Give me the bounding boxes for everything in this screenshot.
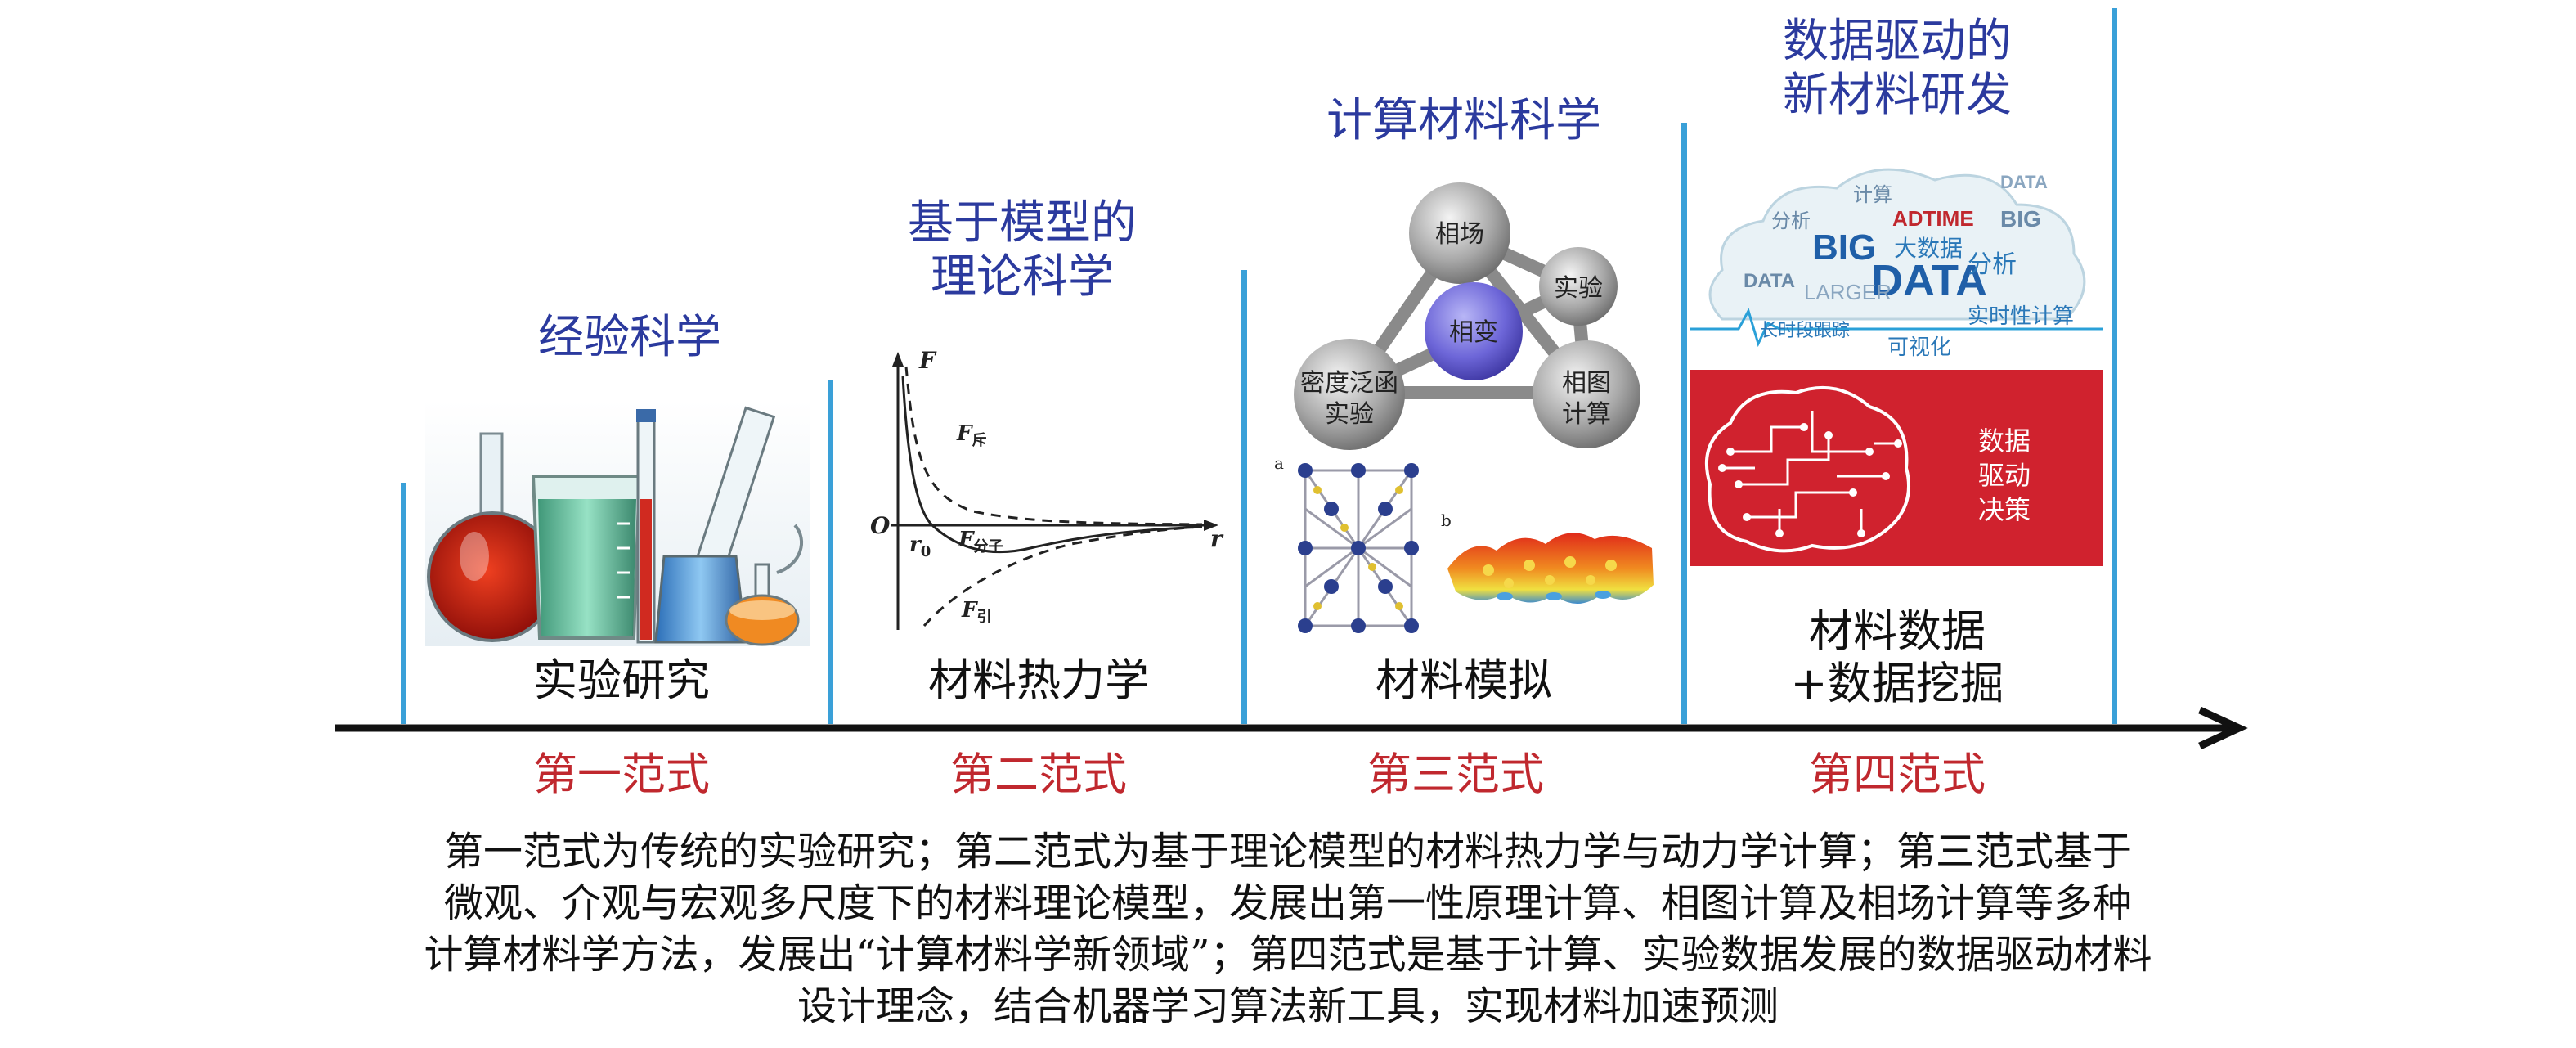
divider-line: [1241, 270, 1247, 724]
node-dft: [1294, 339, 1405, 450]
node-label: 计算: [1562, 400, 1611, 429]
cloud-word: BIG: [2000, 206, 2041, 232]
divider-line: [828, 380, 833, 724]
data-cloud-shape: [1690, 168, 2103, 348]
cloud-word: 长时段跟踪: [1760, 321, 1851, 341]
title-data-driven: 数据驱动的 新材料研发: [1783, 15, 2012, 122]
energy-surface-panel: b: [1441, 511, 1654, 605]
cloud-word: DATA: [2000, 172, 2048, 192]
r0-label: r0: [909, 533, 931, 560]
node-phase-diagram: [1533, 340, 1640, 448]
node-label: 相图: [1562, 369, 1611, 398]
cloud-word: LARGER: [1804, 280, 1892, 304]
node-label: 相变: [1449, 318, 1498, 347]
crystal-structure-panel: a: [1274, 454, 1419, 633]
computation-network-diagram: 相场 实验 相变 密度泛函 实验 相图 计算: [1294, 182, 1640, 450]
divider-line: [1681, 123, 1687, 724]
cloud-word: ADTIME: [1892, 206, 1974, 231]
divider-line: [2112, 8, 2117, 724]
cloud-word: 计算: [1853, 183, 1892, 206]
cloud-word: 大数据: [1894, 235, 1963, 262]
cloud-word: 分析: [1771, 209, 1811, 232]
decision-text: 数据 驱动 决策: [1977, 425, 2031, 525]
label-materials-thermodynamics: 材料热力学: [928, 654, 1149, 706]
paradigm-third: 第三范式: [1367, 749, 1544, 800]
figure-caption: 第一范式为传统的实验研究；第二范式为基于理论模型的材料热力学与动力学计算；第三范…: [270, 826, 2306, 1032]
label-materials-simulation: 材料模拟: [1376, 654, 1552, 706]
title-computational-science: 计算材料科学: [1326, 94, 1601, 147]
paradigm-second: 第二范式: [950, 749, 1127, 800]
cloud-word: BIG: [1812, 227, 1877, 268]
node-label: 相场: [1435, 220, 1484, 249]
panel-a-label: a: [1274, 454, 1284, 473]
node-phase-field: [1409, 182, 1510, 284]
node-experiment: [1539, 247, 1618, 326]
node-label: 密度泛函: [1300, 369, 1398, 398]
repulsive-force-label: F斥: [956, 421, 986, 449]
title-empirical-science: 经验科学: [538, 311, 721, 364]
cloud-word: 实时性计算: [1968, 304, 2075, 329]
node-phase-transition: [1425, 282, 1523, 380]
big-data-cloud-panel: BIG DATA 大数据 ADTIME LARGER 实时性计算 分析 可视化 …: [1690, 155, 2103, 368]
attractive-force-label: F引: [961, 598, 991, 626]
caption-line: 第一范式为传统的实验研究；第二范式为基于理论模型的材料热力学与动力学计算；第三范…: [443, 829, 2132, 875]
molecular-force-label: F分子: [958, 528, 1003, 555]
caption-line: 微观、介观与宏观多尺度下的材料理论模型，发展出第一性原理计算、相图计算及相场计算…: [443, 880, 2132, 926]
timeline-arrow: [335, 706, 2248, 750]
cloud-word: DATA: [1744, 270, 1796, 292]
x-axis-label: r: [1210, 525, 1224, 552]
data-driven-decision-panel: 数据 驱动 决策: [1690, 370, 2103, 566]
circuit-brain-icon: [1704, 385, 1910, 553]
paradigm-fourth: 第四范式: [1809, 749, 1986, 800]
lab-glassware-illustration: [425, 401, 810, 646]
molecular-force-plot: F r O r0 F斥 F分子 F引: [870, 347, 1224, 630]
node-label: 实验: [1325, 400, 1374, 429]
caption-line: 设计理念，结合机器学习算法新工具，实现材料加速预测: [797, 983, 1779, 1029]
panel-b-label: b: [1441, 511, 1452, 530]
label-materials-data-mining: 材料数据 +数据挖掘: [1790, 605, 2004, 709]
cloud-word: 可视化: [1887, 335, 1952, 360]
caption-line: 计算材料学方法，发展出“计算材料学新领域”；第四范式是基于计算、实验数据发展的数…: [424, 932, 2152, 978]
node-label: 实验: [1554, 274, 1603, 303]
title-theoretical-science: 基于模型的 理论科学: [908, 196, 1137, 304]
cloud-word: 分析: [1968, 250, 2017, 279]
y-axis-label: F: [918, 347, 937, 374]
label-experiment-research: 实验研究: [533, 654, 710, 706]
cloud-word: DATA: [1871, 256, 1987, 305]
divider-line: [401, 483, 406, 724]
paradigm-first: 第一范式: [533, 749, 710, 800]
origin-label: O: [870, 512, 891, 539]
